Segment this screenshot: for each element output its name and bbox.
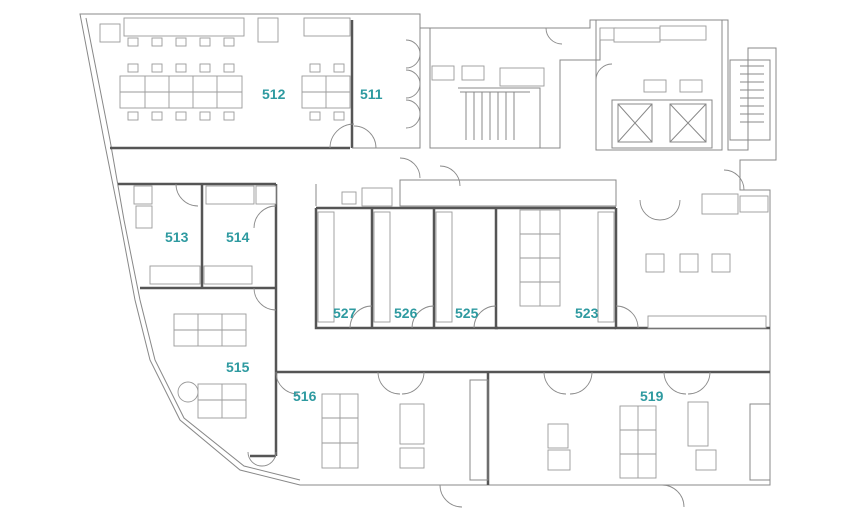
core-walls <box>314 179 770 330</box>
room-label-516: 516 <box>293 388 317 404</box>
room-label-513: 513 <box>165 229 189 245</box>
south-room-walls <box>276 370 771 485</box>
room-label-515: 515 <box>226 359 250 375</box>
furniture <box>99 17 769 479</box>
doors <box>175 27 745 508</box>
room-label-514: 514 <box>226 229 250 245</box>
room-label-525: 525 <box>455 305 479 321</box>
building-outline <box>79 13 777 486</box>
room-label-527: 527 <box>333 305 357 321</box>
west-room-walls <box>118 182 278 458</box>
room-label-511: 511 <box>360 86 383 102</box>
north-wing-walls <box>110 20 771 151</box>
room-label-526: 526 <box>394 305 418 321</box>
room-label-523: 523 <box>575 305 599 321</box>
room-label-519: 519 <box>640 388 664 404</box>
room-label-512: 512 <box>262 86 286 102</box>
